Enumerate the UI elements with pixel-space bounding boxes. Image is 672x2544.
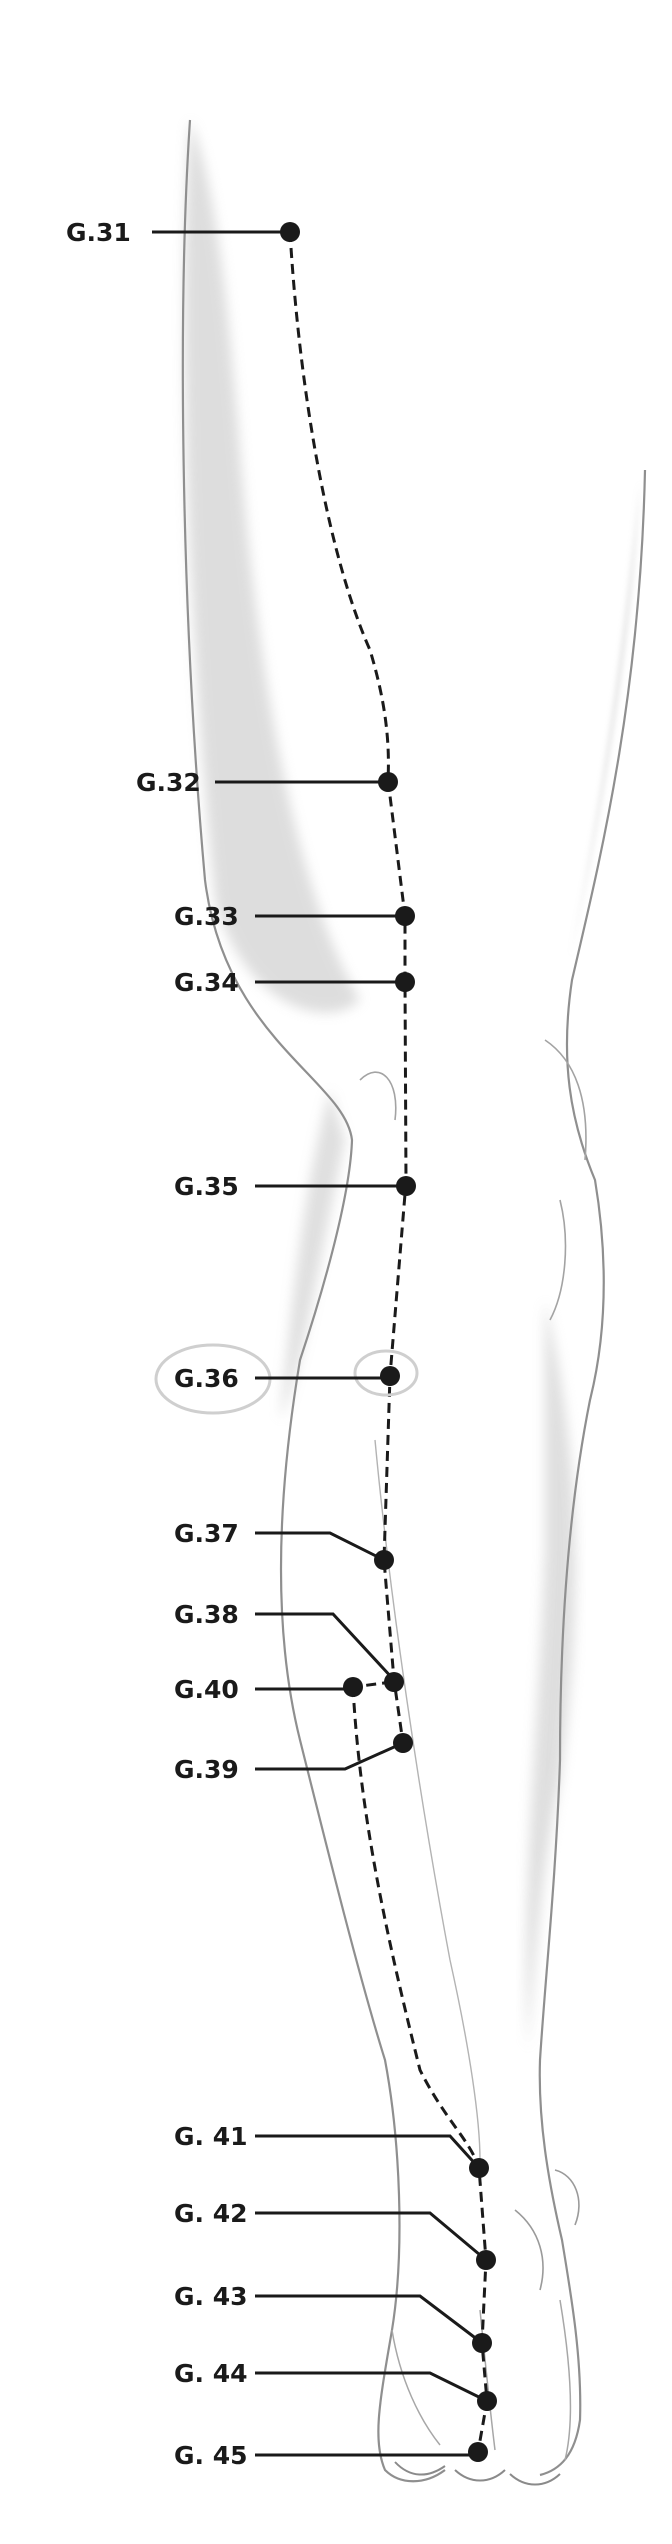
meridian-path [288,231,489,2453]
leader-line-g38 [255,1612,396,1682]
point-g34 [395,972,415,992]
point-g31 [280,222,300,242]
label-g45: G. 45 [174,2441,248,2470]
ankle-detail [514,2169,580,2291]
point-g36 [380,1366,400,1386]
point-g33 [395,906,415,926]
leg-illustration [181,119,647,2486]
point-g37 [374,1550,394,1570]
point-g42 [476,2250,496,2270]
leader-line-g41 [255,2134,481,2170]
point-highlight-ring [353,1349,419,1397]
leader-line-g43 [255,2294,483,2345]
label-g41: G. 41 [174,2122,248,2151]
label-g44: G. 44 [174,2359,248,2388]
label-g34: G.34 [174,968,239,997]
leg-inner-contour [538,469,647,2477]
leader-line-g37 [255,1531,385,1562]
label-g33: G.33 [174,902,239,931]
point-g41 [469,2158,489,2178]
leg-outer-contour [181,119,446,2483]
label-g35: G.35 [174,1172,239,1201]
label-g37: G.37 [174,1519,239,1548]
point-g32 [378,772,398,792]
point-g35 [396,1176,416,1196]
leader-line-g42 [255,2211,487,2262]
point-g45 [468,2442,488,2462]
point-g39 [393,1733,413,1753]
calf-shading [526,1300,576,2050]
acupoints [280,222,497,2462]
label-g38: G.38 [174,1600,239,1629]
point-g38 [384,1672,404,1692]
inner-thigh-shading [570,480,640,960]
label-g36: G.36 [174,1364,239,1393]
shin-line [374,1439,481,2161]
thigh-shading [184,120,360,1013]
label-g31: G.31 [66,218,131,247]
leader-line-g44 [255,2371,488,2403]
point-g40 [343,1677,363,1697]
label-g43: G. 43 [174,2282,248,2311]
point-labels: G.31 G.32 G.33 G.34 G.35 G.36 G.37 G.38 … [66,218,248,2470]
label-g39: G.39 [174,1755,239,1784]
toes [394,2461,561,2486]
knee-detail [359,1039,587,1321]
leader-lines [152,230,488,2457]
label-g40: G.40 [174,1675,239,1704]
label-g42: G. 42 [174,2199,248,2228]
label-g32: G.32 [136,768,201,797]
leader-line-g39 [255,1741,404,1771]
knee-shading [280,1090,345,1420]
point-g44 [477,2391,497,2411]
point-g43 [472,2333,492,2353]
